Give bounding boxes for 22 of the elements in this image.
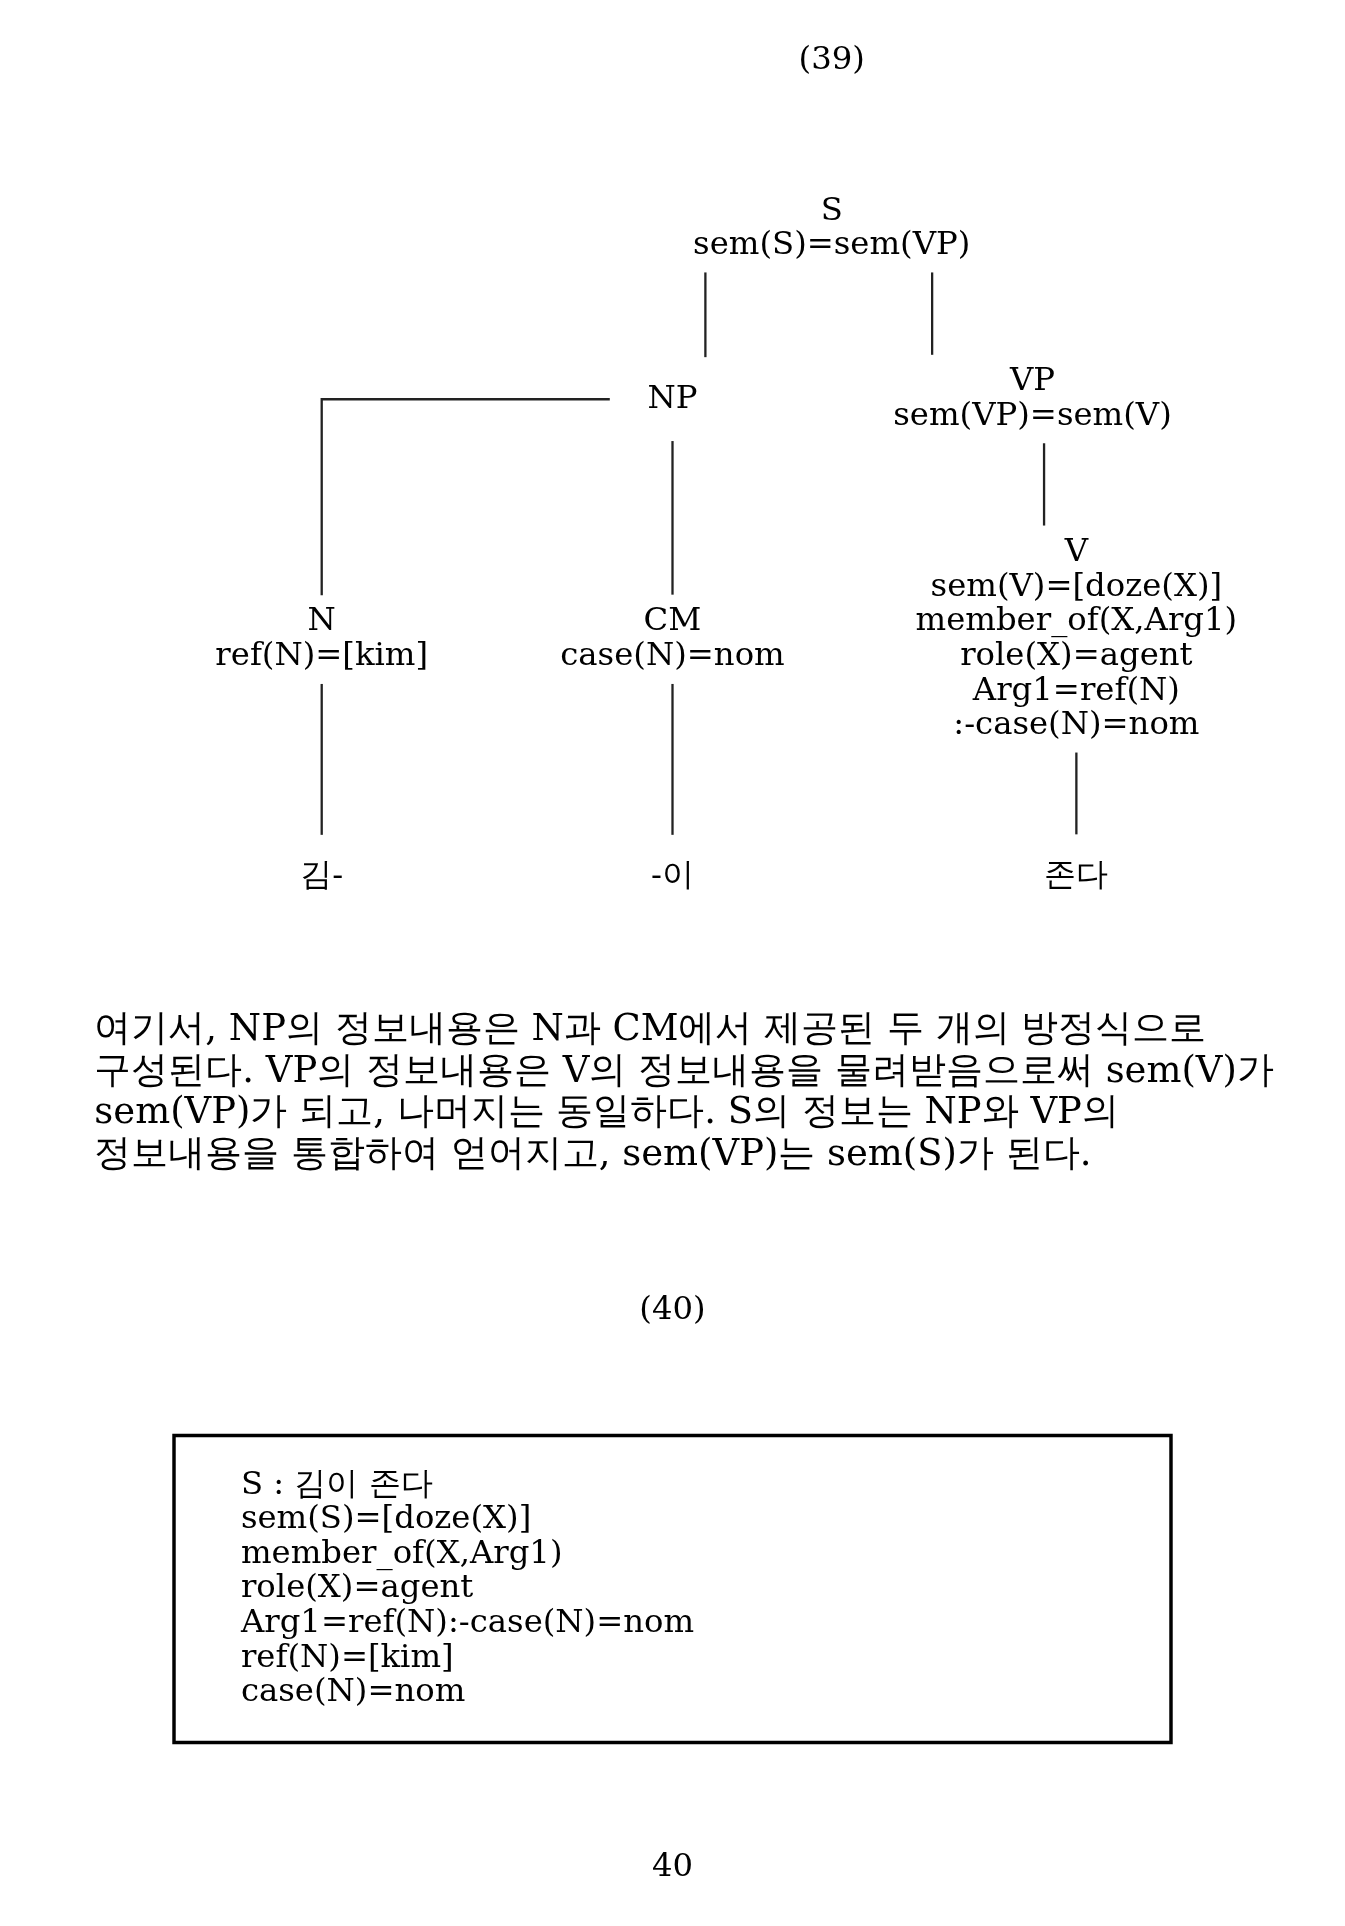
label: 여기서, NP의 정보내용은 N과 CM에서 제공된 두 개의 방정식으로 구성된다. VP의 정보내용은 V의 정보내용을 물려받음으로써 sem(V)가 sem(VP)가 되고, 나머지는 동일하다. S의 정보는 NP와 VP의 정보내용을 통합하여 얻어지고, sem(VP)는 sem(S)가 된다. — [94, 1005, 1274, 1174]
connector — [671, 440, 674, 595]
node-text: NP — [647, 377, 698, 416]
connector — [1042, 442, 1046, 526]
node-text: N ref(N)=[kim] — [215, 599, 429, 673]
connector — [320, 397, 610, 595]
node-text: S sem(S)=sem(VP) — [693, 189, 971, 262]
label: 40 — [651, 1845, 694, 1884]
label: (39) — [798, 38, 865, 77]
connector — [704, 271, 707, 357]
connector — [930, 271, 934, 355]
connector — [671, 683, 674, 835]
connector — [320, 683, 323, 835]
node-text: 존다 — [1044, 855, 1109, 893]
node-box: S : 김이 존다 sem(S)=[doze(X)] member_of(X,Arg1) role(X)=agent Arg1=ref(N):-case(N)=nom ref(N)=[kim] case(N)=nom — [172, 1433, 1173, 1744]
node-text: V sem(V)=[doze(X)] member_of(X,Arg1) role(X)=agent Arg1=ref(N) :-case(N)=nom — [915, 530, 1238, 742]
node-text: CM case(N)=nom — [560, 599, 785, 673]
node-text: 김- — [300, 855, 344, 893]
node-text: -이 — [651, 855, 694, 893]
label: (40) — [639, 1288, 706, 1327]
node-text: VP sem(VP)=sem(V) — [893, 359, 1172, 433]
connector — [1075, 752, 1078, 834]
